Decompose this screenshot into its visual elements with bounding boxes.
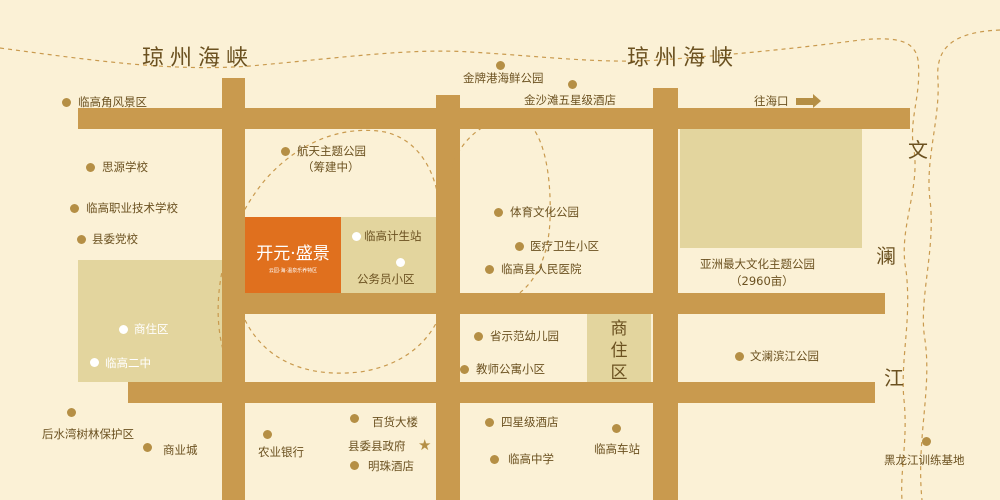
poi-dot-business-city xyxy=(143,443,152,452)
poi-four-star-hotel[interactable]: 四星级酒店 xyxy=(501,415,559,429)
poi-lingao-cape[interactable]: 临高角风景区 xyxy=(78,95,147,109)
river-label-3: 江 xyxy=(884,366,904,390)
poi-dot-residential-west xyxy=(119,325,128,334)
poi-dot-sports-park xyxy=(494,208,503,217)
project-name: 开元·盛景 xyxy=(256,244,330,264)
poi-dot-houshui-bay xyxy=(67,408,76,417)
poi-teacher-apt[interactable]: 教师公寓小区 xyxy=(476,362,545,376)
poi-vocational-school[interactable]: 临高职业技术学校 xyxy=(86,201,178,215)
poi-dot-family-planning xyxy=(352,232,361,241)
ring-center xyxy=(447,117,551,307)
road-east-vertical xyxy=(653,88,678,500)
poi-dot-medical-community xyxy=(515,242,524,251)
poi-civil-servant[interactable]: 公务员小区 xyxy=(357,272,415,286)
road-north-horizontal xyxy=(78,108,910,129)
poi-dot-four-star-hotel xyxy=(485,418,494,427)
residential-zone-center-label: 商住区 xyxy=(610,319,628,383)
poi-mingzhu-hotel[interactable]: 明珠酒店 xyxy=(368,459,414,473)
poi-department-store[interactable]: 百货大楼 xyxy=(372,415,418,429)
poi-dot-county-party-school xyxy=(77,235,86,244)
road-south-horizontal xyxy=(128,382,875,403)
ring-west-lower xyxy=(244,299,446,374)
residential-block-center xyxy=(587,314,651,382)
poi-houshui-bay[interactable]: 后水湾树林保护区 xyxy=(42,427,134,441)
road-center-vertical xyxy=(436,95,460,500)
ring-west xyxy=(217,129,441,379)
poi-dot-no2-school xyxy=(90,358,99,367)
poi-dot-teacher-apt xyxy=(460,365,469,374)
family-planning-block xyxy=(341,217,436,293)
poi-dot-people-hospital xyxy=(485,265,494,274)
poi-dot-kindergarten xyxy=(474,332,483,341)
poi-county-gov[interactable]: 县委县政府 xyxy=(348,439,406,453)
poi-siyuan-school[interactable]: 思源学校 xyxy=(102,160,148,174)
poi-culture-park[interactable]: 亚洲最大文化主题公园 xyxy=(700,257,815,271)
poi-dot-mingzhu-hotel xyxy=(350,461,359,470)
poi-culture-park-area: （2960亩） xyxy=(730,274,794,288)
residential-block-west xyxy=(78,260,223,382)
river-label-2: 澜 xyxy=(876,244,896,268)
poi-lingao-middle[interactable]: 临高中学 xyxy=(508,452,554,466)
strait-label-east: 琼州海峡 xyxy=(627,46,740,71)
poi-dot-vocational-school xyxy=(70,204,79,213)
poi-aerospace-note: （筹建中） xyxy=(302,160,360,174)
poi-dot-jinpai-park xyxy=(496,61,505,70)
direction-arrow-icon xyxy=(796,94,821,108)
poi-residential-west[interactable]: 商住区 xyxy=(134,322,169,336)
poi-dot-heilongjiang-base xyxy=(922,437,931,446)
poi-agri-bank[interactable]: 农业银行 xyxy=(258,445,304,459)
poi-binjiang-park[interactable]: 文澜滨江公园 xyxy=(750,349,819,363)
poi-dot-bus-station xyxy=(612,424,621,433)
direction-label: 往海口 xyxy=(754,94,789,108)
poi-sports-park[interactable]: 体育文化公园 xyxy=(510,205,579,219)
poi-dot-aerospace-park xyxy=(281,147,290,156)
poi-dot-binjiang-park xyxy=(735,352,744,361)
river-bank xyxy=(920,29,1000,500)
poi-business-city[interactable]: 商业城 xyxy=(163,443,198,457)
poi-dot-siyuan-school xyxy=(86,163,95,172)
road-west-vertical xyxy=(222,78,245,500)
county-gov-star-icon: ★ xyxy=(418,436,432,454)
poi-family-planning[interactable]: 临高计生站 xyxy=(364,229,422,243)
poi-dot-jinshatan-hotel xyxy=(568,80,577,89)
poi-aerospace-park[interactable]: 航天主题公园 xyxy=(297,144,366,158)
coastline xyxy=(0,38,920,500)
poi-bus-station[interactable]: 临高车站 xyxy=(594,442,640,456)
poi-county-party-school[interactable]: 县委党校 xyxy=(92,232,138,246)
strait-label-west: 琼州海峡 xyxy=(142,46,255,71)
poi-no2-school[interactable]: 临高二中 xyxy=(105,356,151,370)
poi-jinshatan-hotel[interactable]: 金沙滩五星级酒店 xyxy=(524,93,616,107)
poi-dot-department-store xyxy=(350,414,359,423)
culture-park-block xyxy=(680,128,862,248)
poi-jinpai-park[interactable]: 金牌港海鲜公园 xyxy=(463,71,544,85)
poi-dot-agri-bank xyxy=(263,430,272,439)
poi-medical-community[interactable]: 医疗卫生小区 xyxy=(530,239,599,253)
project-slogan: 云园·海·温泉乐养特区 xyxy=(268,268,318,274)
poi-dot-lingao-middle xyxy=(490,455,499,464)
poi-people-hospital[interactable]: 临高县人民医院 xyxy=(501,262,582,276)
poi-heilongjiang-base[interactable]: 黑龙江训练基地 xyxy=(884,453,965,467)
road-middle-horizontal xyxy=(245,293,885,314)
river-label-1: 文 xyxy=(908,138,928,162)
project-logo[interactable]: 开元·盛景 云园·海·温泉乐养特区 xyxy=(245,217,341,293)
poi-kindergarten[interactable]: 省示范幼儿园 xyxy=(490,329,559,343)
poi-dot-civil-servant xyxy=(396,258,405,267)
poi-dot-lingao-cape xyxy=(62,98,71,107)
